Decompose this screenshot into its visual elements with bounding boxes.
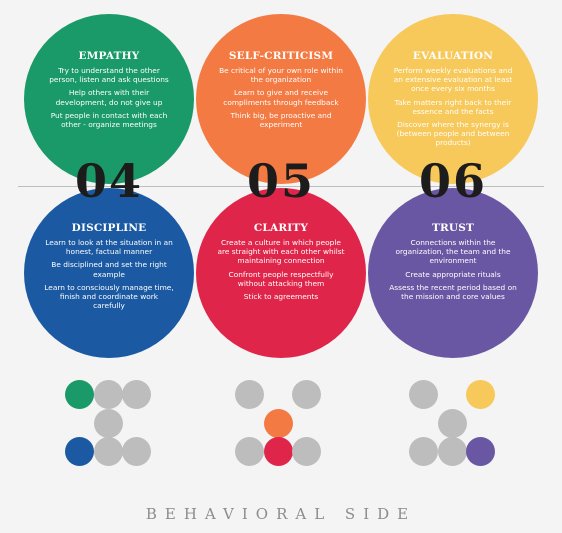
empathy-line-2: Help others with their development, do n… (55, 88, 163, 107)
trust-line-2: Create appropriate rituals (405, 269, 501, 279)
clarity-line-1: Create a culture in which people are str… (217, 238, 345, 266)
grid-dot (65, 380, 94, 409)
number-04: 04 (74, 154, 143, 208)
dot-grid-discipline (65, 380, 151, 466)
grid-dot (264, 437, 293, 466)
grid-dot (292, 380, 321, 409)
dot-grid-trust (409, 380, 495, 466)
clarity-title: CLARITY (253, 222, 309, 234)
empathy-circle: EMPATHY Try to understand the other pers… (24, 14, 194, 184)
discipline-line-3: Learn to consciously manage time, finish… (44, 282, 174, 311)
grid-dot (292, 437, 321, 466)
grid-dot (438, 437, 467, 466)
dot-grid-clarity (235, 380, 321, 466)
self-criticism-line-3: Think big, be proactive and experiment (230, 110, 332, 130)
self-criticism-title: SELF-CRITICISM (228, 50, 334, 62)
grid-dot (94, 409, 123, 438)
evaluation-circle: EVALUATION Perform weekly evaluations an… (368, 14, 538, 184)
empathy-line-1: Try to understand the other person, list… (49, 66, 169, 85)
grid-dot (438, 409, 467, 438)
discipline-circle: DISCIPLINE Learn to look at the situatio… (24, 188, 194, 358)
trust-circle: TRUST Connections within the organizatio… (368, 188, 538, 358)
horizontal-divider (18, 186, 544, 187)
evaluation-line-1: Perform weekly evaluations and an extens… (393, 66, 513, 94)
clarity-line-3: Stick to agreements (243, 292, 319, 302)
self-criticism-line-1: Be critical of your own role within the … (219, 66, 343, 85)
number-05: 05 (246, 154, 315, 208)
self-criticism-circle: SELF-CRITICISM Be critical of your own r… (196, 14, 366, 184)
evaluation-line-2: Take matters right back to their essence… (394, 97, 512, 116)
grid-dot (264, 409, 293, 438)
grid-dot (409, 380, 438, 409)
grid-dot (122, 437, 151, 466)
evaluation-line-3: Discover where the synergy is (between p… (396, 120, 510, 148)
discipline-line-1: Learn to look at the situation in an hon… (45, 238, 173, 257)
number-06: 06 (418, 154, 487, 208)
trust-title: TRUST (431, 222, 475, 234)
grid-dot (122, 380, 151, 409)
clarity-circle: CLARITY Create a culture in which people… (196, 188, 366, 358)
footer-caption: BEHAVIORAL SIDE (145, 505, 417, 523)
clarity-line-2: Confront people respectfully without att… (228, 269, 334, 288)
grid-dot (94, 380, 123, 409)
grid-dot (466, 380, 495, 409)
evaluation-title: EVALUATION (412, 50, 494, 62)
discipline-title: DISCIPLINE (71, 222, 147, 234)
trust-line-1: Connections within the organization, the… (395, 238, 511, 266)
grid-dot (466, 437, 495, 466)
self-criticism-line-2: Learn to give and receive compliments th… (223, 88, 339, 107)
grid-dot (409, 437, 438, 466)
grid-dot (235, 437, 264, 466)
grid-dot (65, 437, 94, 466)
trust-line-3: Assess the recent period based on the mi… (389, 282, 517, 302)
grid-dot (235, 380, 264, 409)
empathy-line-3: Put people in contact with each other - … (50, 110, 168, 130)
grid-dot (94, 437, 123, 466)
discipline-line-2: Be disciplined and set the right example (51, 260, 167, 279)
empathy-title: EMPATHY (78, 50, 140, 62)
